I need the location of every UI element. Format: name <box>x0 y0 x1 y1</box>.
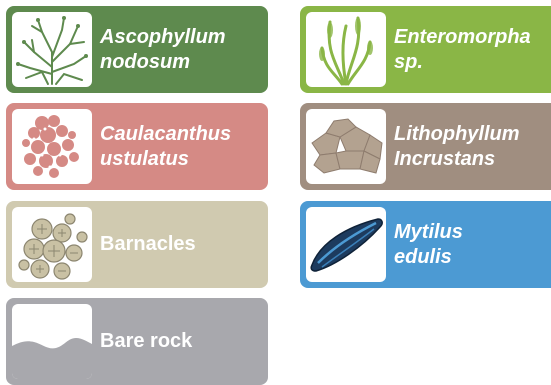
species-card-ascophyllum[interactable]: Ascophyllum nodosum <box>6 6 268 93</box>
species-label-line-1: Bare rock <box>100 329 264 354</box>
species-label-line-1: Caulacanthus <box>100 122 264 147</box>
species-label-line-1: Mytilus <box>394 220 551 245</box>
species-label-line-1: Lithophyllum <box>394 122 551 147</box>
species-label-line-1: Barnacles <box>100 232 264 257</box>
species-label: Barnacles <box>100 201 264 288</box>
ascophyllum-seaweed-icon <box>12 12 92 87</box>
species-label: Ascophyllum nodosum <box>100 6 264 93</box>
species-label: Mytilus edulis <box>394 201 551 288</box>
species-label: Enteromorpha sp. <box>394 6 551 93</box>
species-label: Lithophyllum Incrustans <box>394 103 551 190</box>
lithophyllum-crust-icon <box>306 109 386 184</box>
species-label-line-2: sp. <box>394 50 551 75</box>
species-label: Bare rock <box>100 298 264 385</box>
bare-rock-icon <box>12 304 92 379</box>
species-card-caulacanthus[interactable]: Caulacanthus ustulatus <box>6 103 268 190</box>
caulacanthus-seaweed-icon <box>12 109 92 184</box>
species-card-lithophyllum[interactable]: Lithophyllum Incrustans <box>300 103 551 190</box>
species-label-line-2: Incrustans <box>394 147 551 172</box>
barnacles-icon <box>12 207 92 282</box>
species-label: Caulacanthus ustulatus <box>100 103 264 190</box>
species-card-mytilus[interactable]: Mytilus edulis <box>300 201 551 288</box>
species-label-line-2: nodosum <box>100 50 264 75</box>
mussel-icon <box>306 207 386 282</box>
species-card-enteromorpha[interactable]: Enteromorpha sp. <box>300 6 551 93</box>
species-card-bare-rock[interactable]: Bare rock <box>6 298 268 385</box>
species-label-line-1: Enteromorpha <box>394 25 551 50</box>
species-label-line-2: ustulatus <box>100 147 264 172</box>
species-card-barnacles[interactable]: Barnacles <box>6 201 268 288</box>
species-label-line-1: Ascophyllum <box>100 25 264 50</box>
species-label-line-2: edulis <box>394 245 551 270</box>
enteromorpha-seaweed-icon <box>306 12 386 87</box>
